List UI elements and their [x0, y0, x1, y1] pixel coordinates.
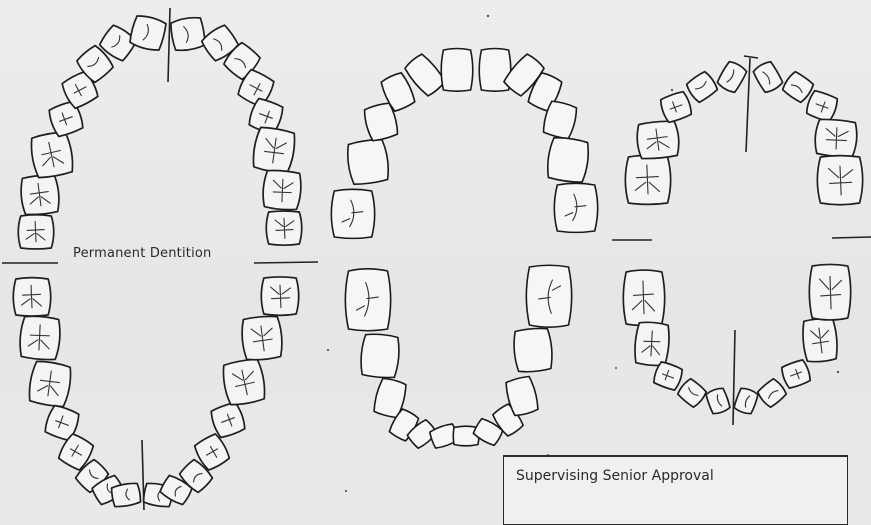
supervising-senior-approval-box[interactable]: Supervising Senior Approval: [503, 455, 848, 525]
small-lower-tooth-8: [780, 359, 812, 390]
primary-upper-tooth-6: [441, 49, 473, 92]
midline-lower-permanent: [142, 440, 144, 510]
small-lower-tooth-4: [676, 377, 708, 409]
primary-upper-tooth-11: [546, 136, 591, 184]
primary-lower-tooth-1: [345, 269, 390, 331]
speck: [327, 349, 329, 351]
permanent-upper-arch: [18, 14, 302, 249]
small-lower-tooth-7: [756, 377, 788, 409]
small-upper-tooth-9: [814, 118, 858, 158]
primary-upper-arch: [331, 49, 597, 239]
small-upper-tooth-3: [659, 90, 694, 124]
page: Permanent Dentition Supervising Senior A…: [0, 0, 871, 512]
speck: [487, 15, 489, 17]
permanent-upper-tooth-2: [20, 174, 61, 216]
divider-small-right: [832, 237, 871, 238]
permanent-lower-tooth-1: [13, 278, 50, 316]
permanent-lower-tooth-2: [19, 315, 62, 361]
small-upper-tooth-5: [716, 60, 748, 95]
small-upper-arch: [625, 60, 862, 205]
speck: [345, 490, 347, 492]
small-lower-arch: [623, 264, 850, 415]
small-upper-tooth-8: [805, 89, 840, 123]
permanent-upper-tooth-9: [169, 16, 206, 53]
small-lower-tooth-1: [623, 270, 664, 326]
permanent-dentition-label: Permanent Dentition: [73, 246, 212, 261]
permanent-lower-tooth-15: [241, 315, 284, 361]
primary-upper-tooth-1: [331, 189, 374, 238]
divider-right: [254, 262, 318, 263]
speck: [837, 371, 839, 373]
small-upper-tooth-10: [817, 156, 862, 205]
supervising-senior-approval-label: Supervising Senior Approval: [516, 468, 714, 484]
permanent-lower-tooth-3: [27, 359, 73, 408]
small-lower-tooth-10: [809, 264, 850, 320]
small-upper-tooth-1: [625, 155, 670, 204]
midline-upper-small-tick: [744, 56, 758, 58]
permanent-upper-tooth-3: [29, 130, 75, 179]
primary-lower-tooth-12: [526, 265, 571, 327]
small-lower-tooth-2: [633, 321, 670, 366]
permanent-upper-tooth-16: [266, 211, 301, 245]
small-lower-tooth-9: [801, 317, 838, 362]
speck: [671, 89, 673, 91]
permanent-lower-tooth-8: [111, 482, 142, 508]
small-lower-tooth-6: [733, 387, 759, 416]
midline-lower-small: [733, 330, 735, 425]
permanent-upper-tooth-14: [251, 126, 297, 175]
primary-lower-arch: [345, 265, 571, 449]
permanent-upper-tooth-15: [262, 169, 303, 211]
permanent-upper-tooth-1: [18, 215, 53, 249]
permanent-lower-tooth-16: [261, 277, 298, 315]
small-lower-tooth-5: [705, 387, 731, 416]
midline-upper-permanent: [168, 8, 170, 82]
primary-lower-tooth-2: [360, 333, 401, 379]
small-upper-tooth-6: [752, 60, 784, 95]
small-upper-tooth-2: [636, 120, 680, 160]
permanent-lower-tooth-14: [221, 358, 267, 407]
primary-lower-tooth-11: [513, 327, 554, 373]
primary-upper-tooth-12: [554, 183, 597, 232]
primary-upper-tooth-2: [345, 138, 390, 186]
permanent-lower-arch: [13, 277, 298, 508]
small-upper-tooth-4: [685, 70, 719, 104]
speck: [615, 367, 617, 369]
